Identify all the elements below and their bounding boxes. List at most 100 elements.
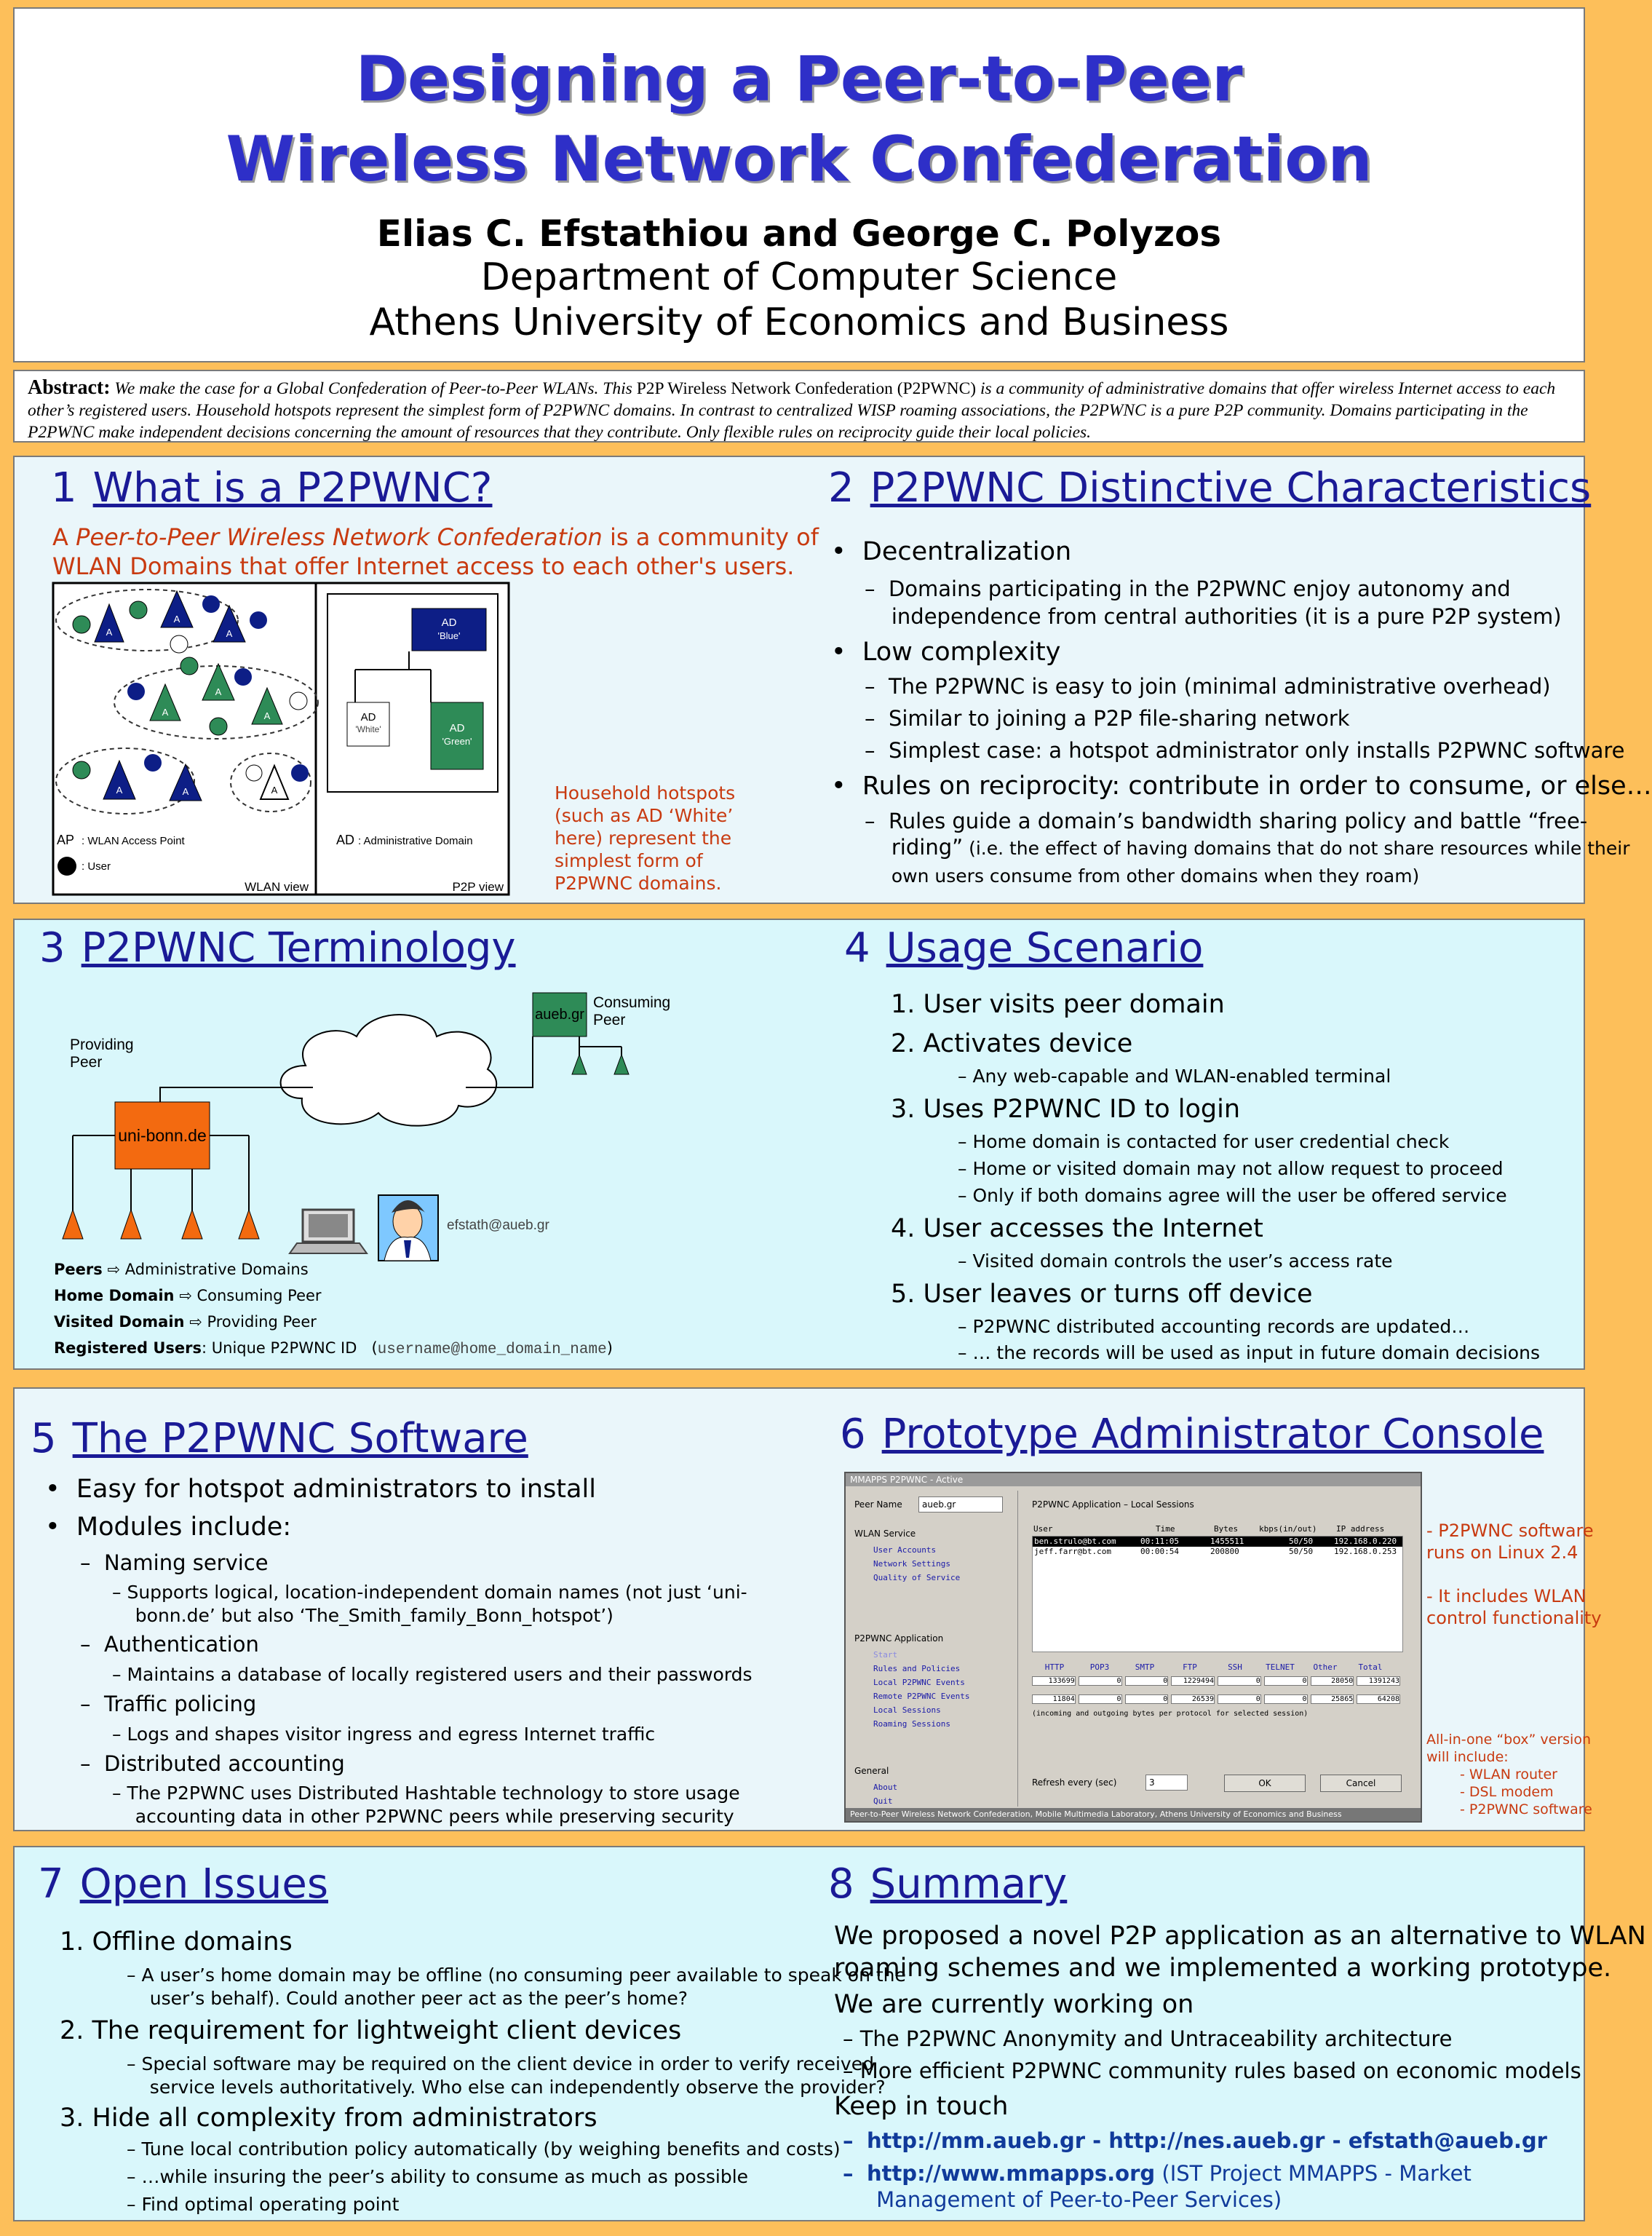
title-banner: Designing a Peer-to-Peer Wireless Networ… [13, 7, 1585, 362]
peer-name-field[interactable]: aueb.gr [918, 1496, 1003, 1513]
char-low-complexity: • Low complexity [831, 638, 1061, 667]
module-authentication-detail: – Maintains a database of locally regist… [112, 1664, 752, 1685]
menu-network-settings[interactable]: Network Settings [873, 1559, 950, 1569]
link-nes-aueb[interactable]: http://nes.aueb.gr [1108, 2128, 1325, 2153]
admin-console-window: MMAPPS P2PWNC - Active Peer Name aueb.gr… [844, 1472, 1422, 1823]
menu-local-sessions[interactable]: Local Sessions [873, 1705, 941, 1715]
ap-label: A [183, 786, 189, 797]
char-decentralization: • Decentralization [831, 537, 1072, 566]
menu-user-accounts[interactable]: User Accounts [873, 1545, 937, 1555]
software-modules: • Modules include: [45, 1513, 292, 1542]
console-statusbar: Peer-to-Peer Wireless Network Confederat… [846, 1808, 1421, 1821]
usage-step-4: 4. User accesses the Internet [891, 1214, 1263, 1243]
p2pwnc-app-menu: Start Rules and Policies Local P2PWNC Ev… [873, 1648, 969, 1731]
refresh-input[interactable]: 3 [1145, 1775, 1188, 1791]
software-easy-install: • Easy for hotspot administrators to ins… [45, 1475, 596, 1504]
usage-step-1: 1. User visits peer domain [891, 990, 1225, 1019]
term-visited-domain: Visited Domain ⇨ Providing Peer [54, 1313, 317, 1331]
summary-proposal: We proposed a novel P2P application as a… [834, 1922, 1646, 1983]
sessions-header: User Time Bytes kbps(in/out) IP address [1033, 1524, 1385, 1534]
poster-title: Designing a Peer-to-Peer Wireless Networ… [226, 43, 1373, 196]
issue-3: 3. Hide all complexity from administrato… [60, 2104, 597, 2133]
cancel-button[interactable]: Cancel [1320, 1775, 1402, 1792]
issue-3-detail-c: – Find optimal operating point [127, 2194, 400, 2215]
menu-remote-events[interactable]: Remote P2PWNC Events [873, 1692, 970, 1701]
box-version-note: All-in-one “box” version will include: -… [1426, 1732, 1592, 1817]
consuming-label: Consuming [593, 994, 670, 1011]
menu-local-events[interactable]: Local P2PWNC Events [873, 1678, 965, 1687]
menu-about[interactable]: About [873, 1783, 898, 1792]
char-reciprocity: • Rules on reciprocity: contribute in or… [831, 772, 1652, 801]
legend-user: : User [82, 860, 111, 873]
term-registered-users: Registered Users: Unique P2PWNC ID (user… [54, 1339, 613, 1358]
issue-1: 1. Offline domains [60, 1927, 293, 1956]
ap-label: A [106, 627, 113, 638]
ap-label: A [174, 614, 180, 625]
char-easy-join: – The P2PWNC is easy to join (minimal ad… [865, 674, 1551, 699]
menu-rules-policies[interactable]: Rules and Policies [873, 1664, 961, 1673]
char-decentralization-detail: – Domains participating in the P2PWNC en… [865, 576, 1562, 629]
summary-anonymity: – The P2PWNC Anonymity and Untraceabilit… [843, 2026, 1453, 2051]
usage-step-5-detail-a: – P2PWNC distributed accounting records … [958, 1316, 1470, 1337]
summary-keep-in-touch: Keep in touch [834, 2092, 1009, 2121]
char-simplest-case: – Simplest case: a hotspot administrator… [865, 738, 1625, 763]
menu-quality-of-service[interactable]: Quality of Service [873, 1573, 961, 1582]
module-accounting-detail: – The P2PWNC uses Distributed Hashtable … [112, 1783, 740, 1827]
usage-step-2: 2. Activates device [891, 1029, 1133, 1058]
contact-links: – http://mm.aueb.gr - http://nes.aueb.gr… [843, 2128, 1547, 2153]
usage-step-5-detail-b: – … the records will be used as input in… [958, 1342, 1540, 1363]
issue-3-detail-b: – …while insuring the peer’s ability to … [127, 2166, 749, 2187]
ap-label: A [215, 686, 222, 697]
ok-button[interactable]: OK [1224, 1775, 1306, 1792]
menu-start[interactable]: Start [873, 1650, 898, 1660]
module-naming-detail: – Supports logical, location-independent… [112, 1582, 747, 1626]
usage-step-4-detail: – Visited domain controls the user’s acc… [958, 1250, 1393, 1272]
ad-green-label: AD [450, 722, 465, 734]
mmapps-link: – http://www.mmapps.org (IST Project MMA… [843, 2161, 1472, 2212]
laptop-icon [288, 1208, 368, 1254]
general-menu: About Quit [873, 1780, 897, 1808]
authors: Elias C. Efstathiou and George C. Polyzo… [376, 213, 1222, 255]
console-pane-title: P2PWNC Application – Local Sessions [1032, 1499, 1194, 1510]
menu-roaming-sessions[interactable]: Roaming Sessions [873, 1719, 950, 1729]
menu-quit[interactable]: Quit [873, 1796, 893, 1806]
ad-white-label: AD [361, 711, 376, 723]
legend-ap-desc: : WLAN Access Point [82, 835, 186, 847]
university: Athens University of Economics and Busin… [369, 301, 1229, 344]
user-email: efstath@aueb.gr [447, 1218, 549, 1233]
ap-label: A [162, 707, 169, 718]
link-email[interactable]: efstath@aueb.gr [1348, 2128, 1547, 2153]
wlan-service-menu: User Accounts Network Settings Quality o… [873, 1543, 960, 1585]
issue-3-detail-a: – Tune local contribution policy automat… [127, 2138, 841, 2160]
session-row[interactable]: ben.strulo@bt.com 00:11:05 1455511 50/50… [1033, 1537, 1402, 1547]
link-mmapps[interactable]: http://www.mmapps.org [866, 2161, 1156, 2186]
module-traffic-policing-detail: – Logs and shapes visitor ingress and eg… [112, 1724, 656, 1745]
terminology-list: Peers ⇨ Administrative Domains Home Doma… [54, 1256, 613, 1363]
refresh-label: Refresh every (sec) [1032, 1777, 1117, 1788]
session-row[interactable]: jeff.farr@bt.com 00:00:54 200800 50/50 1… [1034, 1547, 1397, 1556]
user-avatar-icon [378, 1194, 439, 1261]
p2p-view-label: P2P view [452, 880, 504, 894]
issue-1-detail: – A user’s home domain may be offline (n… [127, 1965, 906, 2009]
console-notes: - P2PWNC software runs on Linux 2.4 - It… [1426, 1521, 1602, 1628]
link-mm-aueb[interactable]: http://mm.aueb.gr [866, 2128, 1086, 2153]
consuming-peer-label: Peer [593, 1012, 625, 1028]
sessions-list: ben.strulo@bt.com 00:11:05 1455511 50/50… [1032, 1536, 1403, 1652]
usage-step-3-detail-c: – Only if both domains agree will the us… [958, 1185, 1507, 1206]
ad-white-name: 'White' [355, 724, 381, 734]
usage-step-2-detail: – Any web-capable and WLAN-enabled termi… [958, 1066, 1391, 1087]
module-traffic-policing: – Traffic policing [80, 1692, 257, 1716]
protocol-out-row: 11804 0 0 26539 0 0 25865 64208 [1032, 1694, 1403, 1704]
module-authentication: – Authentication [80, 1632, 259, 1657]
issue-2-detail: – Special software may be required on th… [127, 2053, 886, 2098]
